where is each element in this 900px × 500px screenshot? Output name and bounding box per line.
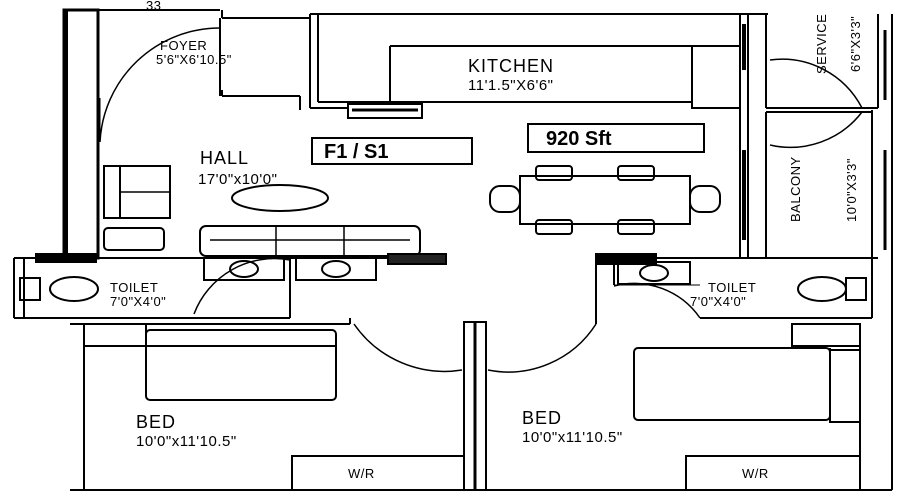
unit-code: F1 / S1 [324,141,388,163]
bed-left-dim: 10'0"x11'10.5" [136,433,237,450]
area-text: 920 Sft [546,128,612,150]
toilet-right-fixtures [613,261,872,319]
foyer-door [99,18,221,143]
kitchen-dim: 11'1.5"X6'6" [468,77,554,94]
top-cut-text: 33 [146,0,161,13]
foyer-name: FOYER [160,38,207,53]
kitchen-name: KITCHEN [468,56,554,76]
bed-left-room [70,323,465,491]
wardrobe-left-label: W/R [348,466,375,481]
unit-code-box [311,137,473,165]
area-box [527,123,705,153]
wardrobe-right-label: W/R [742,466,769,481]
balcony-name: BALCONY [788,156,803,222]
toilet-left-dim: 7'0"X4'0" [110,294,166,309]
dining-set [489,165,721,235]
bed-right-name: BED [522,408,562,428]
exterior-walls [62,8,893,491]
hall-dim: 17'0"x10'0" [198,171,277,188]
hall-furniture [103,165,421,257]
balcony-dim: 10'0"X3'3" [844,158,859,222]
bed-right-dim: 10'0"x11'10.5" [522,429,623,446]
hall-name: HALL [200,148,249,168]
service-balcony-walls [739,14,887,259]
toilet-right-dim: 7'0"X4'0" [690,294,746,309]
toilet-left-name: TOILET [110,280,158,295]
bed-right-room [633,323,861,491]
bed-left-name: BED [136,412,176,432]
service-dim: 6'6"X3'3" [848,16,863,72]
bedroom-doors [290,264,597,373]
toilet-right-name: TOILET [708,280,756,295]
service-name: SERVICE [814,14,829,74]
toilet-left-fixtures [19,257,377,315]
foyer-dim: 5'6"X6'10.5" [156,52,232,67]
